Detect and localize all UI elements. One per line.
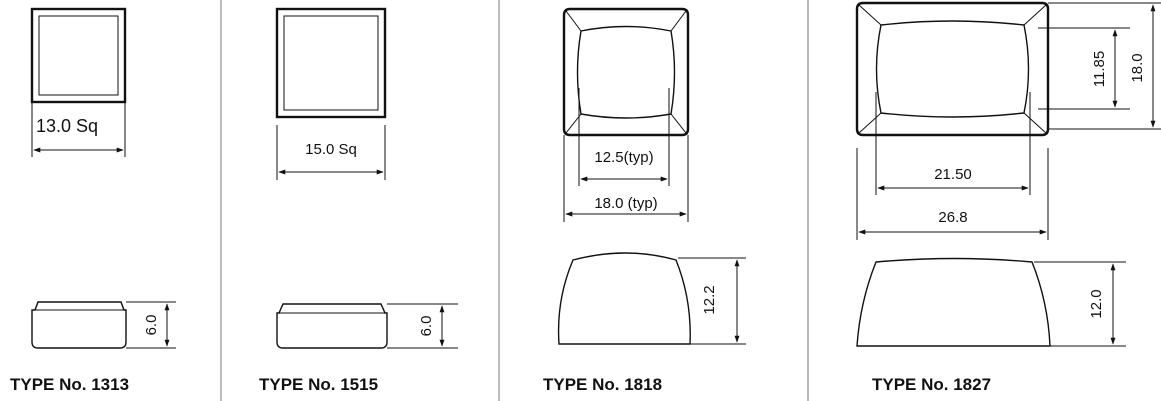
outer-width-dimension-label: 26.8 — [938, 209, 967, 226]
height-dimension-label: 6.0 — [143, 315, 160, 336]
height-dimension-label: 12.0 — [1088, 289, 1105, 318]
type-caption: TYPE No. 1818 — [543, 375, 662, 394]
width-dimension-label: 13.0 Sq — [36, 116, 98, 136]
width-dimension-label: 15.0 Sq — [305, 141, 357, 158]
keycap-side-profile — [557, 252, 691, 345]
keycap-top-outer — [562, 7, 690, 137]
keycap-top-inner — [38, 15, 119, 96]
type-1827-diagram: 11.85 18.0 21.50 26.8 12.0 TYPE No. 1827 — [855, 1, 1161, 394]
height-dimension-label: 6.0 — [418, 316, 435, 337]
keycap-side-profile — [276, 303, 388, 349]
keycap-top-dish — [875, 20, 1030, 118]
outer-height-dimension-label: 18.0 — [1129, 53, 1146, 82]
outer-dimension-label: 18.0 (typ) — [594, 195, 657, 212]
inner-dimension-label: 12.5(typ) — [594, 149, 653, 166]
keycap-side-profile — [856, 257, 1051, 347]
type-caption: TYPE No. 1827 — [872, 375, 991, 394]
keycap-top-inner — [283, 15, 379, 111]
inner-height-dimension-label: 11.85 — [1091, 51, 1108, 87]
type-1515-diagram: 15.0 Sq 6.0 TYPE No. 1515 — [259, 7, 458, 394]
keycap-top-outer — [855, 1, 1050, 137]
keycap-top-outer — [275, 7, 387, 119]
keycap-side-profile — [31, 301, 127, 349]
inner-width-dimension-label: 21.50 — [934, 166, 972, 183]
keycap-top-dish — [576, 25, 676, 119]
height-dimension-label: 12.2 — [701, 285, 718, 314]
type-1818-diagram: 12.5(typ) 18.0 (typ) 12.2 TYPE No. 1818 — [543, 7, 746, 394]
type-1313-diagram: 13.0 Sq 6.0 TYPE No. 1313 — [10, 7, 176, 394]
type-caption: TYPE No. 1515 — [259, 375, 378, 394]
keycap-top-outer — [30, 7, 127, 104]
type-caption: TYPE No. 1313 — [10, 375, 129, 394]
